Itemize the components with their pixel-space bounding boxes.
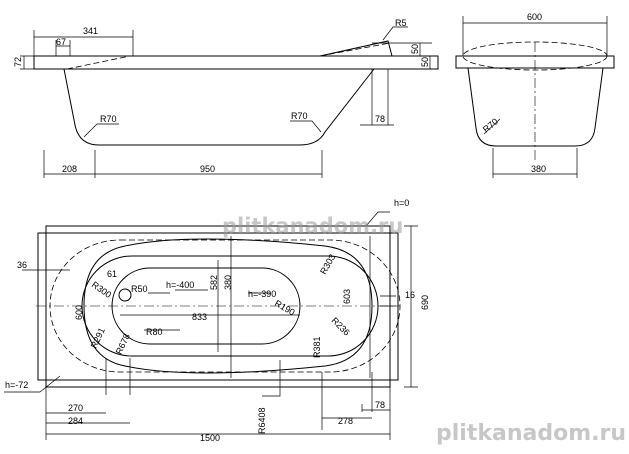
dim-r70-end: R70 (481, 116, 500, 134)
dim-r291: R291 (89, 326, 107, 350)
dim-341: 341 (83, 26, 98, 36)
dim-603-690-lines (369, 225, 418, 388)
dim-78-plan: 78 (375, 400, 385, 410)
end-r70-leader (483, 118, 501, 135)
dim-50-top: 50 (410, 44, 420, 54)
dim-67: 67 (56, 37, 66, 47)
dim-582-380-lines (217, 236, 232, 378)
dim-r50: R50 (131, 284, 148, 294)
dim-950: 950 (200, 164, 215, 174)
dim-380-end: 380 (531, 164, 546, 174)
r5-leader (382, 26, 408, 41)
dim-600-end: 600 (527, 12, 542, 22)
dim-r70-right: R70 (291, 111, 308, 121)
plan-outer-rim-shadow (37, 232, 399, 381)
dim-r300: R300 (90, 279, 113, 300)
dim-50-lines (372, 42, 432, 70)
dim-1500: 1500 (200, 433, 220, 443)
dim-284: 284 (68, 416, 83, 426)
dim-h0: h=0 (394, 198, 409, 208)
watermark-center: plitkanadom.ru (222, 214, 403, 238)
dim-690: 690 (420, 295, 430, 310)
dim-61: 61 (107, 269, 117, 279)
plan-outer-dash (49, 239, 401, 373)
r6408-leader (262, 360, 281, 397)
dim-r6408: R6408 (257, 407, 267, 434)
dim-r190: R190 (273, 298, 297, 317)
dim-600-line (462, 16, 608, 56)
dim-208: 208 (62, 164, 77, 174)
end-view: 600 R70 380 (455, 12, 615, 178)
dim-h72: h=-72 (5, 380, 28, 390)
dim-341-line (33, 30, 134, 56)
dim-380-plan: 380 (223, 275, 233, 290)
side-radius-leaders (83, 120, 322, 138)
drain-hole (118, 288, 132, 302)
dim-h400: h=-400 (166, 280, 194, 290)
plan-outer-rim (45, 225, 391, 388)
plan-inner-body (81, 255, 379, 357)
end-body-outline (467, 67, 604, 147)
dim-r80: R80 (146, 327, 163, 337)
side-headrest (319, 40, 393, 57)
plan-leaders (144, 211, 390, 331)
dim-582: 582 (209, 275, 219, 290)
dim-78-line (360, 69, 394, 126)
dim-h390: h=-390 (248, 289, 276, 299)
dim-270: 270 (68, 403, 83, 413)
dim-r381: R381 (312, 336, 322, 358)
dim-833: 833 (192, 312, 207, 322)
side-view: 341 67 72 R5 50 50 R70 R70 78 208 950 (13, 18, 439, 178)
watermark-corner: plitkanadom.ru (436, 421, 626, 446)
dim-67-line (55, 40, 71, 56)
dim-36: 36 (17, 260, 27, 270)
dim-r70-left: R70 (100, 114, 117, 124)
side-body-outline (63, 68, 375, 146)
dim-r236: R236 (330, 315, 352, 337)
plan-bottom (111, 267, 301, 345)
dim-r678: R678 (114, 332, 132, 356)
dim-16-lines (380, 295, 396, 307)
dim-r5: R5 (395, 18, 407, 28)
dim-bottom-lines (45, 358, 391, 440)
dim-16: 16 (405, 290, 415, 300)
dim-78-side: 78 (375, 114, 385, 124)
dim-603: 603 (342, 289, 352, 304)
dim-380-line (492, 148, 578, 178)
dim-278: 278 (338, 416, 353, 426)
dim-208-950-lines (43, 150, 323, 178)
dim-278-78-lines (321, 372, 390, 430)
plan-view: h=0 36 R303 61 R300 R50 h=-400 582 380 h… (4, 198, 430, 443)
dim-36-h72-leaders (4, 269, 70, 393)
dim-72-line (20, 55, 34, 70)
dim-600-plan: 600 (74, 305, 84, 320)
side-rim (33, 55, 439, 70)
dim-50-bottom: 50 (420, 57, 430, 67)
plan-inner-rim (83, 238, 373, 374)
dim-72: 72 (13, 57, 23, 67)
